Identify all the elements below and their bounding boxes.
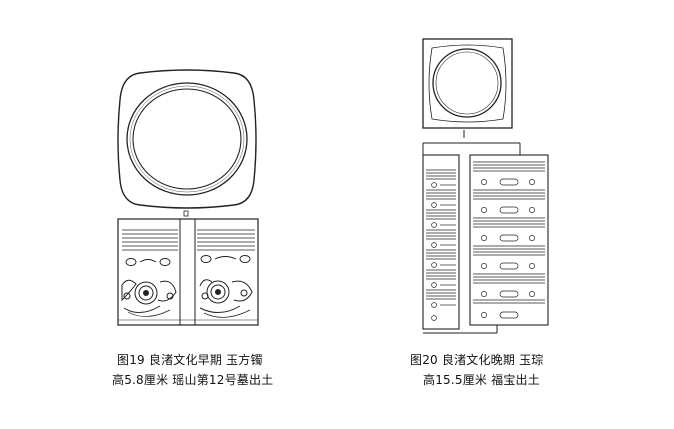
- fig20-top-view: [422, 38, 513, 129]
- fig19-caption-details: 高5.8厘米 瑶山第12号墓出土: [112, 373, 274, 387]
- fig20-caption-title: 图20 良渚文化晚期 玉琮: [410, 353, 544, 367]
- fig19-top-view: [117, 69, 257, 209]
- fig19-pin: [183, 210, 189, 217]
- fig19-side-view: [117, 218, 259, 326]
- fig19-caption-title: 图19 良渚文化早期 玉方镯: [117, 353, 263, 367]
- fig20-caption-details: 高15.5厘米 福宝出土: [423, 373, 540, 387]
- fig20-left-segments: [426, 169, 456, 321]
- fig20-side-view: [422, 142, 549, 334]
- fig19-caption: 图19 良渚文化早期 玉方镯 高5.8厘米 瑶山第12号墓出土: [112, 350, 273, 390]
- fig20-caption: 图20 良渚文化晚期 玉琮 高15.5厘米 福宝出土: [410, 350, 544, 390]
- fig20-right-segments: [473, 161, 545, 319]
